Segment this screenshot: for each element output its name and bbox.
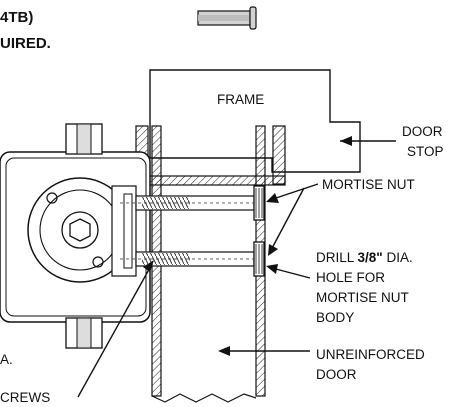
svg-text:UNREINFORCED: UNREINFORCED bbox=[316, 347, 425, 362]
svg-text:STOP: STOP bbox=[407, 144, 444, 159]
screws-callout: CREWS bbox=[0, 260, 154, 405]
mortise-nut-callout: MORTISE NUT bbox=[266, 177, 415, 256]
door-stop-callout: DOOR STOP bbox=[340, 124, 444, 159]
svg-text:DOOR: DOOR bbox=[316, 367, 357, 382]
svg-text:BODY: BODY bbox=[316, 310, 354, 325]
svg-text:MORTISE NUT: MORTISE NUT bbox=[322, 177, 415, 192]
screw-lower bbox=[120, 241, 265, 277]
screw-upper bbox=[120, 185, 265, 221]
svg-text:DOOR: DOOR bbox=[402, 124, 443, 139]
lock-body bbox=[0, 123, 151, 349]
frame-label: FRAME bbox=[217, 92, 264, 107]
svg-text:CREWS: CREWS bbox=[0, 390, 50, 405]
header-line-1: 4TB) bbox=[0, 9, 33, 26]
header-line-2: UIRED. bbox=[0, 35, 51, 52]
drill-note-callout: DRILL 3/8" DIA. HOLE FOR MORTISE NUT BOD… bbox=[266, 250, 413, 325]
svg-text:DRILL 3/8" DIA.: DRILL 3/8" DIA. bbox=[316, 250, 413, 265]
left-dia-label: A. bbox=[0, 352, 13, 367]
mortise-nut-illustration bbox=[197, 6, 257, 30]
svg-text:HOLE FOR: HOLE FOR bbox=[316, 270, 385, 285]
unreinforced-door-callout: UNREINFORCED DOOR bbox=[218, 346, 425, 382]
frame-outline bbox=[149, 69, 361, 173]
svg-text:MORTISE NUT: MORTISE NUT bbox=[316, 290, 409, 305]
